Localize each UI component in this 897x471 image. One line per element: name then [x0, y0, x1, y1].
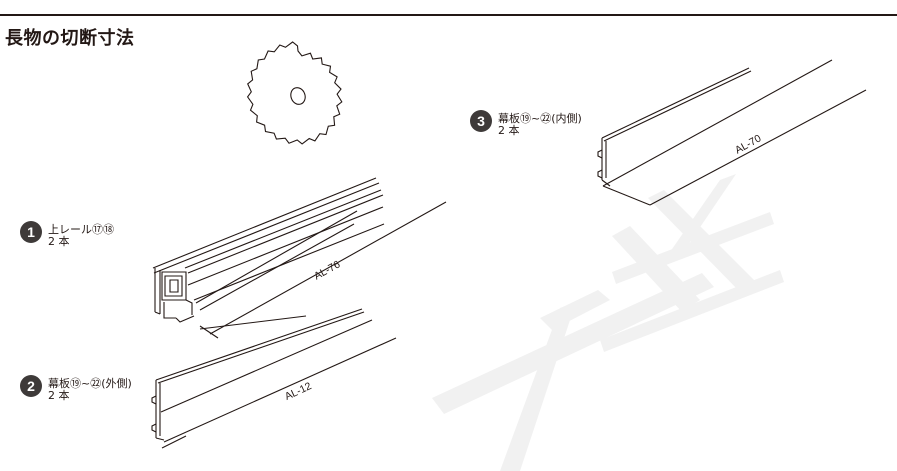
part-quantity: 2 本: [498, 124, 520, 137]
number-badge: 2: [20, 375, 42, 397]
part-name: 上レール⑰⑱: [48, 223, 114, 236]
part-label-2: 2 幕板⑲~㉒(外側) 2 本: [20, 375, 170, 405]
circular-saw-blade-icon: [246, 41, 343, 145]
part-name: 幕板⑲~㉒(内側): [498, 112, 582, 125]
outer-apron-drawing: [151, 308, 397, 449]
part-label-1: 1 上レール⑰⑱ 2 本: [20, 221, 150, 251]
part-quantity: 2 本: [48, 389, 70, 402]
part-quantity: 2 本: [48, 235, 70, 248]
page-title: 長物の切断寸法: [5, 28, 135, 49]
number-badge: 3: [470, 110, 492, 132]
number-badge: 1: [20, 221, 42, 243]
part-name: 幕板⑲~㉒(外側): [48, 377, 132, 390]
inner-apron-drawing: [597, 59, 867, 206]
top-rule: [0, 14, 897, 16]
top-rail-drawing: [152, 177, 447, 339]
part-label-3: 3 幕板⑲~㉒(内側) 2 本: [470, 110, 620, 140]
